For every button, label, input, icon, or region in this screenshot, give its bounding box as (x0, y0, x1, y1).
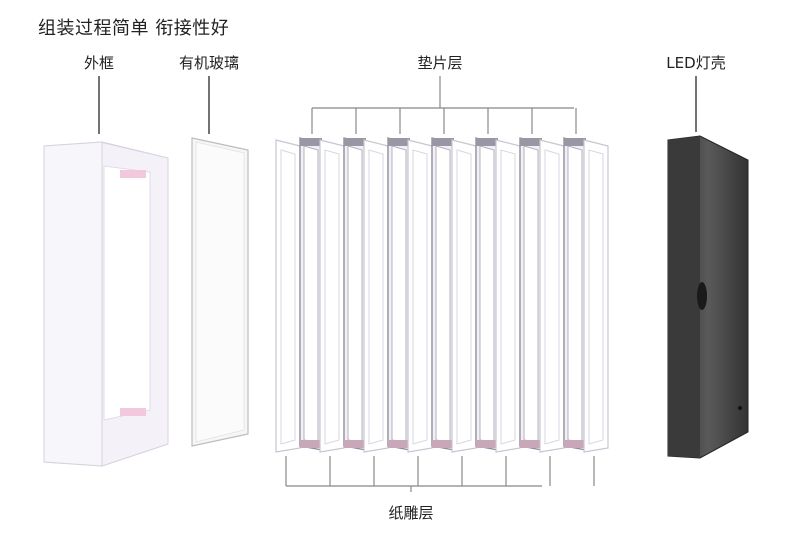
label-spacer-layer: 垫片层 (417, 54, 463, 72)
spacer-layer (299, 137, 323, 451)
paper-layer (363, 139, 389, 453)
label-outer-frame: 外框 (83, 54, 115, 72)
spacer-layer (431, 137, 455, 451)
label-glass: 有机玻璃 (178, 54, 240, 72)
label-paper-layer: 纸雕层 (388, 504, 434, 522)
spacer-bracket (311, 76, 577, 134)
spacer-layer (387, 137, 411, 451)
spacer-layer (563, 137, 587, 451)
headline: 组装过程简单 衔接性好 (38, 18, 230, 39)
spacer-layer (343, 137, 367, 451)
paper-layer (539, 139, 565, 453)
paper-layer (495, 139, 521, 453)
layer-stack (275, 137, 609, 453)
paper-bracket (285, 456, 595, 492)
spacer-layer (475, 137, 499, 451)
acrylic-glass (191, 76, 249, 447)
spacer-layer (519, 137, 543, 451)
paper-layer (451, 139, 477, 453)
label-led-shell: LED灯壳 (666, 54, 726, 72)
paper-layer (583, 139, 609, 453)
outer-frame (43, 76, 169, 467)
led-shell (667, 76, 749, 459)
paper-layer (319, 139, 345, 453)
paper-layer (275, 139, 301, 453)
paper-layer (407, 139, 433, 453)
